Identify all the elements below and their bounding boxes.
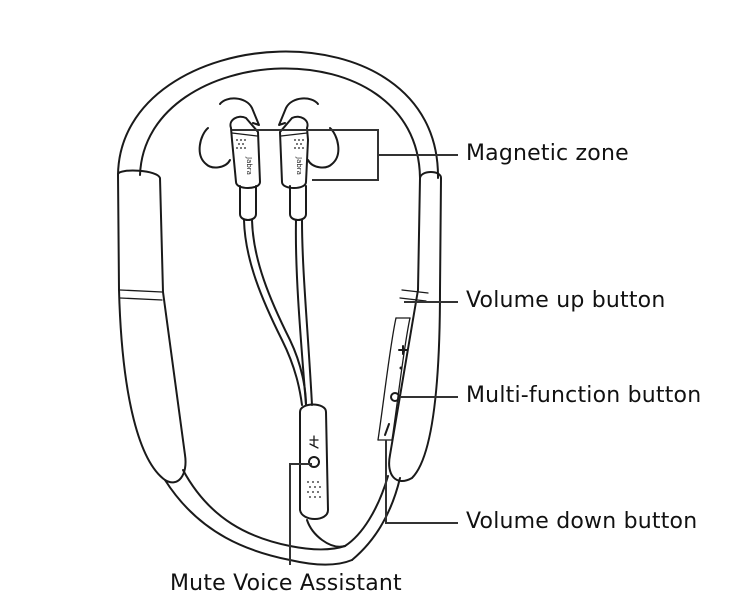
right-neckband-cable	[351, 477, 401, 561]
plus-icon	[398, 345, 408, 370]
multi-function-label: Multi-function button	[466, 383, 702, 408]
right-earbud-cable	[294, 219, 307, 406]
left-neckband-cable-inner	[182, 469, 346, 551]
right-speaker-grille	[294, 139, 304, 149]
right-neckband-arm	[377, 171, 442, 483]
right-earbud-cable-inner	[301, 219, 313, 406]
mute-voice-assistant-leader	[289, 463, 312, 565]
left-brand-text: Jabra	[245, 156, 253, 175]
volume-up-label: Volume up button	[466, 288, 666, 313]
mute-voice-assistant-label: Mute Voice Assistant	[170, 571, 402, 596]
left-neckband-cable	[164, 479, 353, 566]
volume-down-label: Volume down button	[466, 509, 698, 534]
microphone-icon	[309, 435, 319, 449]
magnetic-zone-label: Magnetic zone	[466, 141, 629, 166]
right-earbud: Jabra	[278, 97, 340, 221]
minus-icon	[384, 423, 390, 436]
volume-down-leader	[385, 440, 458, 524]
multi-function-button-shape	[390, 392, 400, 402]
neckband	[117, 50, 440, 179]
left-earbud: Jabra	[198, 97, 261, 221]
left-speaker-grille	[236, 139, 246, 149]
magnetic-zone-leader	[232, 129, 458, 181]
inline-remote	[299, 403, 346, 548]
left-earbud-cable	[243, 219, 303, 406]
right-neckband-cable-inner	[344, 475, 389, 547]
remote-grille	[307, 481, 321, 498]
right-brand-text: Jabra	[295, 156, 303, 175]
left-neckband-arm	[117, 169, 187, 484]
left-earbud-cable-inner	[251, 219, 307, 406]
